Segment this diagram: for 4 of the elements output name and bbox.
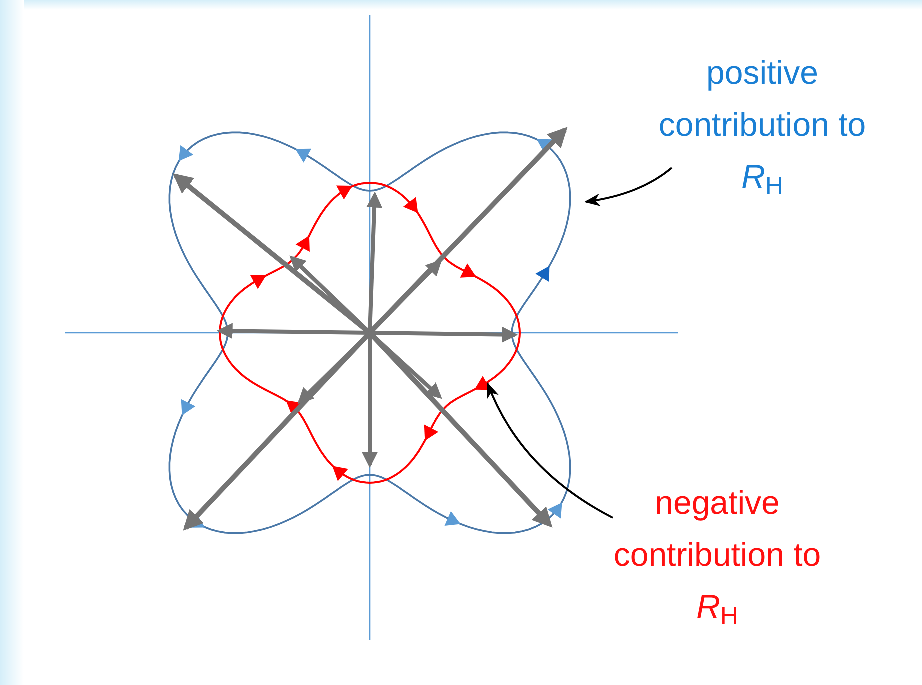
leader-arrow <box>584 167 673 206</box>
annotation-text: positive contribution to R$_{H}$ <box>658 53 868 202</box>
annotation-text: negative contribution to R$_{H}$ <box>612 483 822 632</box>
leader-arrow <box>487 382 614 519</box>
